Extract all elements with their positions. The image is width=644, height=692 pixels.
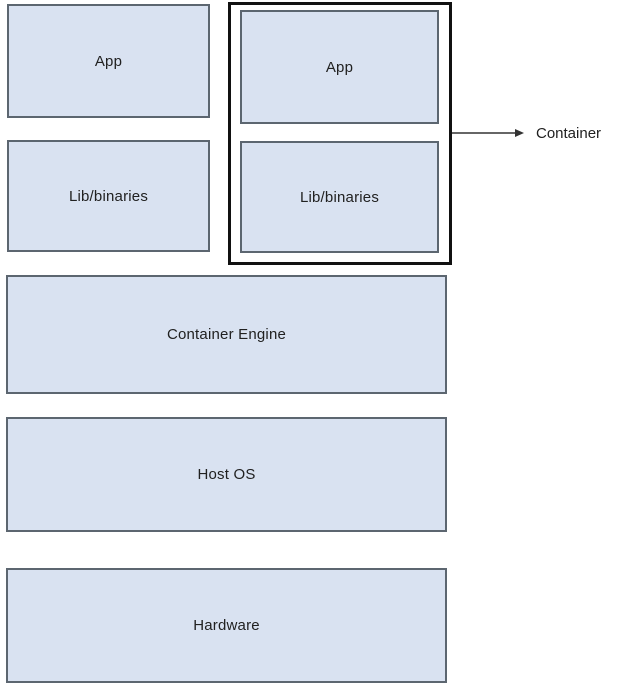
lib-binaries-box-container: Lib/binaries <box>240 141 439 253</box>
container-engine-label: Container Engine <box>166 326 287 343</box>
app-box-left-label: App <box>94 52 123 70</box>
lib-binaries-box-left: Lib/binaries <box>7 140 210 252</box>
container-arrow-icon <box>452 129 524 137</box>
container-annotation-label: Container <box>536 125 602 142</box>
host-os-box: Host OS <box>6 417 447 532</box>
hardware-box: Hardware <box>6 568 447 683</box>
app-box-container: App <box>240 10 439 124</box>
host-os-label: Host OS <box>197 466 256 483</box>
container-engine-box: Container Engine <box>6 275 447 394</box>
hardware-label: Hardware <box>193 617 260 634</box>
app-box-left: App <box>7 4 210 118</box>
lib-binaries-box-left-label: Lib/binaries <box>68 187 149 205</box>
app-box-container-label: App <box>325 58 354 76</box>
lib-binaries-box-container-label: Lib/binaries <box>299 188 380 206</box>
